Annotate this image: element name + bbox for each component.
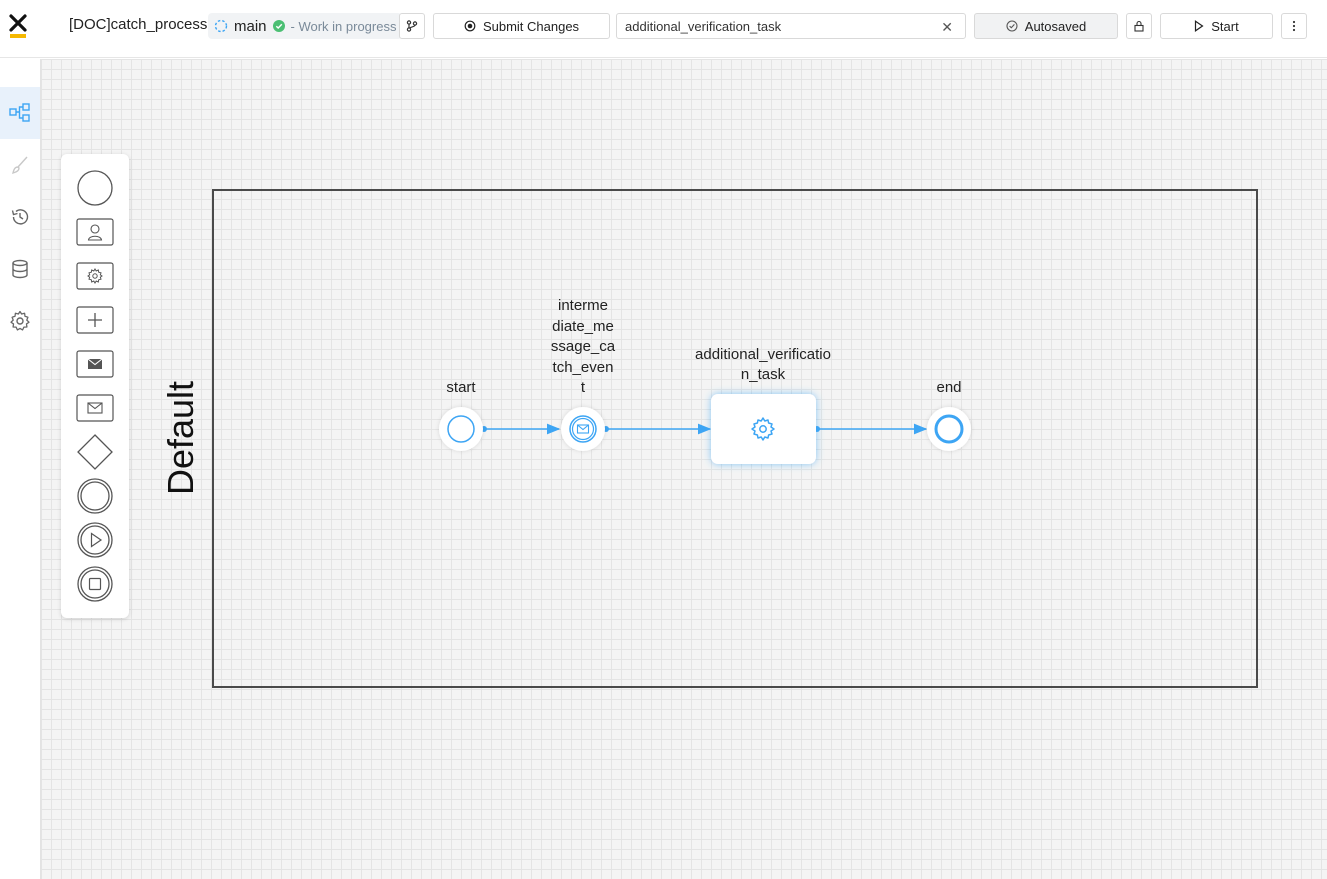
palette-start-event[interactable] [75,168,115,208]
palette-end-subprocess[interactable] [75,564,115,604]
message-throw-icon [76,350,114,378]
loading-icon [214,19,228,33]
gear-icon [751,417,775,441]
user-task-icon [76,218,114,246]
start-subprocess-icon [77,522,113,558]
gateway-icon [77,434,113,470]
git-branch-icon [406,20,418,32]
end-event-label: end [936,379,961,396]
search-input[interactable] [625,19,925,34]
message-catch-event-node[interactable] [561,407,605,451]
palette-subprocess[interactable] [75,300,115,340]
element-palette [61,154,129,618]
catch-label-line-4: tch_even [553,359,614,376]
start-event-node[interactable] [439,407,483,451]
lock-icon [1134,20,1144,32]
catch-label-line-5: t [581,379,586,396]
sidebar-item-process[interactable] [0,87,40,139]
diagram-canvas[interactable] [41,59,1327,879]
status-check-icon [272,20,285,32]
end-subprocess-icon [77,566,113,602]
lock-button[interactable] [1126,13,1152,39]
submit-changes-label: Submit Changes [482,18,580,34]
palette-start-subprocess[interactable] [75,520,115,560]
service-task-label: additional_verificatio n_task [695,346,831,383]
document-title: [DOC]catch_process [69,16,208,33]
sidebar-item-styling[interactable] [0,139,40,191]
sidebar-item-history[interactable] [0,191,40,243]
history-icon [11,209,29,225]
start-event-icon [77,170,113,206]
palette-message-throw[interactable] [75,344,115,384]
branch-selector[interactable]: main - Work in progress [208,13,403,39]
branch-button[interactable] [399,13,425,39]
palette-service-task[interactable] [75,256,115,296]
brush-icon [12,156,28,174]
database-icon [12,259,28,279]
top-bar: [DOC]catch_process main - Work in progre… [0,0,1327,58]
play-icon [1195,20,1204,32]
task-label-line-2: n_task [741,366,786,383]
service-task-node[interactable] [711,394,816,464]
swimlane-pool[interactable] [212,189,1258,688]
sidebar-item-settings[interactable] [0,295,40,347]
message-catch-icon [76,394,114,422]
palette-user-task[interactable] [75,212,115,252]
palette-message-catch[interactable] [75,388,115,428]
envelope-icon [576,424,590,434]
logo-icon[interactable] [8,13,28,39]
start-event-label: start [446,379,476,396]
settings-icon [10,310,30,331]
more-vertical-icon [1292,20,1296,32]
sequence-flow-3[interactable] [814,423,928,435]
task-label-line-1: additional_verificatio [695,346,831,363]
lane-label: Default [160,381,201,495]
search-box[interactable]: ✕ [616,13,966,39]
more-options-button[interactable] [1281,13,1307,39]
autosave-label: Autosaved [1024,18,1087,34]
record-icon [464,20,476,32]
branch-name: main [234,17,267,35]
sequence-flow-2[interactable] [603,423,712,435]
end-event-node[interactable] [927,407,971,451]
check-circle-icon [1006,20,1018,32]
submit-changes-button[interactable]: Submit Changes [433,13,610,39]
close-icon[interactable]: ✕ [941,19,953,35]
catch-label-line-2: diate_me [552,318,614,335]
end-event-icon [77,478,113,514]
service-task-icon [76,262,114,290]
left-sidebar [0,59,41,879]
palette-end-event[interactable] [75,476,115,516]
start-button[interactable]: Start [1160,13,1273,39]
catch-label-line-3: ssage_ca [551,338,616,355]
palette-gateway[interactable] [75,432,115,472]
sidebar-item-data[interactable] [0,243,40,295]
catch-label-line-1: interme [558,297,608,314]
message-catch-event-label: interme diate_me ssage_ca tch_even t [551,297,616,396]
status-text: - Work in progress [290,18,397,34]
process-icon [9,103,30,122]
start-label: Start [1211,18,1239,34]
sequence-flow-1[interactable] [481,423,561,435]
autosave-button[interactable]: Autosaved [974,13,1118,39]
subprocess-icon [76,306,114,334]
